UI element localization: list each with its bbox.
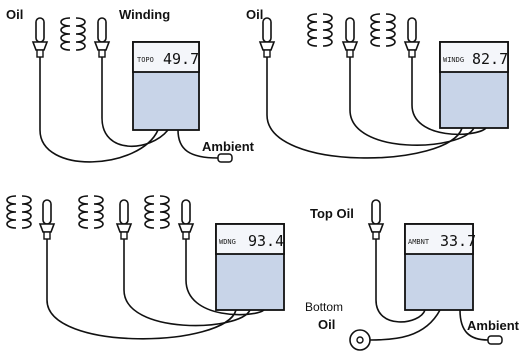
display-value: 33.7 [440, 232, 476, 250]
probe-wires [39, 57, 219, 163]
panel-1: TOPO 49.7 [32, 17, 233, 163]
top-oil-probe [368, 199, 384, 240]
probe-wires [266, 57, 487, 159]
ambient-sensor [217, 153, 233, 163]
winding-probe [116, 199, 132, 240]
monitor-unit: TOPO 49.7 [132, 41, 200, 131]
panel-3: WDNG 93.4 [6, 195, 285, 340]
display-code: AMBNT [408, 238, 430, 246]
winding-coil-icon [78, 195, 104, 229]
oil-label: Oil [6, 7, 24, 22]
winding-coil-icon [6, 195, 32, 229]
monitor-display [215, 223, 285, 255]
monitor-unit: AMBNT 33.7 [404, 223, 476, 311]
winding-coil-icon [60, 17, 86, 51]
winding-probe [94, 17, 110, 58]
display-code: WINDG [443, 56, 464, 64]
monitor-unit: WINDG 82.7 [439, 41, 509, 129]
monitor-display [404, 223, 474, 255]
display-code: WDNG [219, 238, 236, 246]
top-oil-label: Top Oil [310, 206, 354, 221]
winding-probe [178, 199, 194, 240]
bottom-label: Bottom [305, 300, 344, 314]
display-value: 49.7 [163, 50, 199, 68]
oil-probe [259, 17, 275, 58]
display-value: 82.7 [472, 50, 508, 68]
panel-4: AMBNT 33.7 [349, 199, 503, 351]
ambient-label: Ambient [467, 318, 519, 333]
display-value: 93.4 [248, 232, 284, 250]
display-code: TOPO [137, 56, 154, 64]
winding-probe [342, 17, 358, 58]
ambient-label: Ambient [202, 139, 254, 154]
winding-coil-icon [307, 13, 333, 47]
monitor-display [132, 41, 200, 73]
winding-coil-icon [370, 13, 396, 47]
probe-wires [46, 239, 265, 340]
winding-label: Winding [119, 7, 171, 22]
ambient-sensor [487, 335, 503, 345]
oil-probe [32, 17, 48, 58]
oil-label: Oil [246, 7, 264, 22]
bottom-oil-sensor [349, 329, 371, 351]
probe-wires [369, 239, 489, 341]
winding-probe [404, 17, 420, 58]
monitor-display [439, 41, 509, 73]
panel-2: WINDG 82.7 [259, 13, 509, 159]
monitor-unit: WDNG 93.4 [215, 223, 285, 311]
winding-coil-icon [144, 195, 170, 229]
oil-label: Oil [318, 317, 336, 332]
winding-probe [39, 199, 55, 240]
